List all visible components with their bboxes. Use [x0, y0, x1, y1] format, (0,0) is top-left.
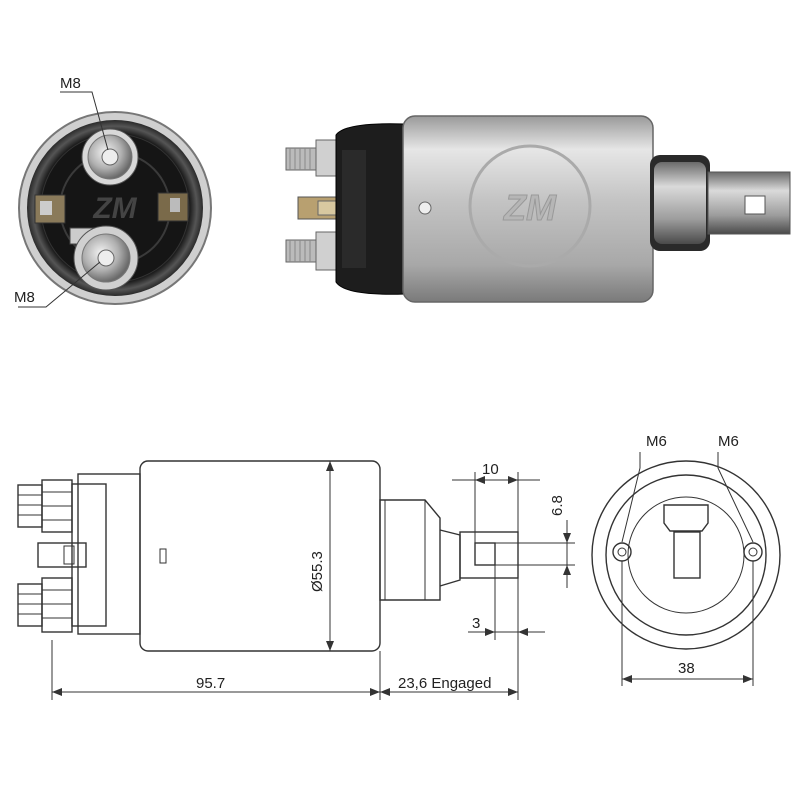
label-3: 3	[472, 615, 480, 632]
dim-3	[468, 565, 545, 640]
end-label-m6-left: M6	[646, 433, 667, 450]
svg-text:ZM: ZM	[92, 192, 137, 225]
label-23-6-engaged: 23,6 Engaged	[398, 675, 491, 692]
end-label-m6-right: M6	[718, 433, 739, 450]
side-drawing	[17, 460, 519, 652]
front-leader-top	[60, 91, 109, 151]
end-view-drawing	[591, 460, 781, 650]
dim-diameter	[326, 461, 334, 651]
label-diameter: Ø55.3	[309, 551, 326, 592]
front-label-m8-bottom: M8	[14, 289, 35, 306]
label-38: 38	[678, 660, 695, 677]
label-10: 10	[482, 461, 499, 478]
front-label-m8-top: M8	[60, 75, 81, 92]
label-95-7: 95.7	[196, 675, 225, 692]
side-photo: ZM	[285, 115, 791, 303]
front-leader-bottom	[18, 261, 101, 308]
front-photo: ZM	[18, 111, 212, 305]
dim-6-8	[495, 520, 575, 588]
end-leader-right	[717, 452, 754, 543]
svg-text:ZM: ZM	[503, 187, 557, 228]
dim-10	[452, 472, 540, 543]
dim-38	[621, 561, 754, 686]
end-leader-left	[621, 452, 641, 543]
label-6-8: 6.8	[549, 495, 566, 516]
